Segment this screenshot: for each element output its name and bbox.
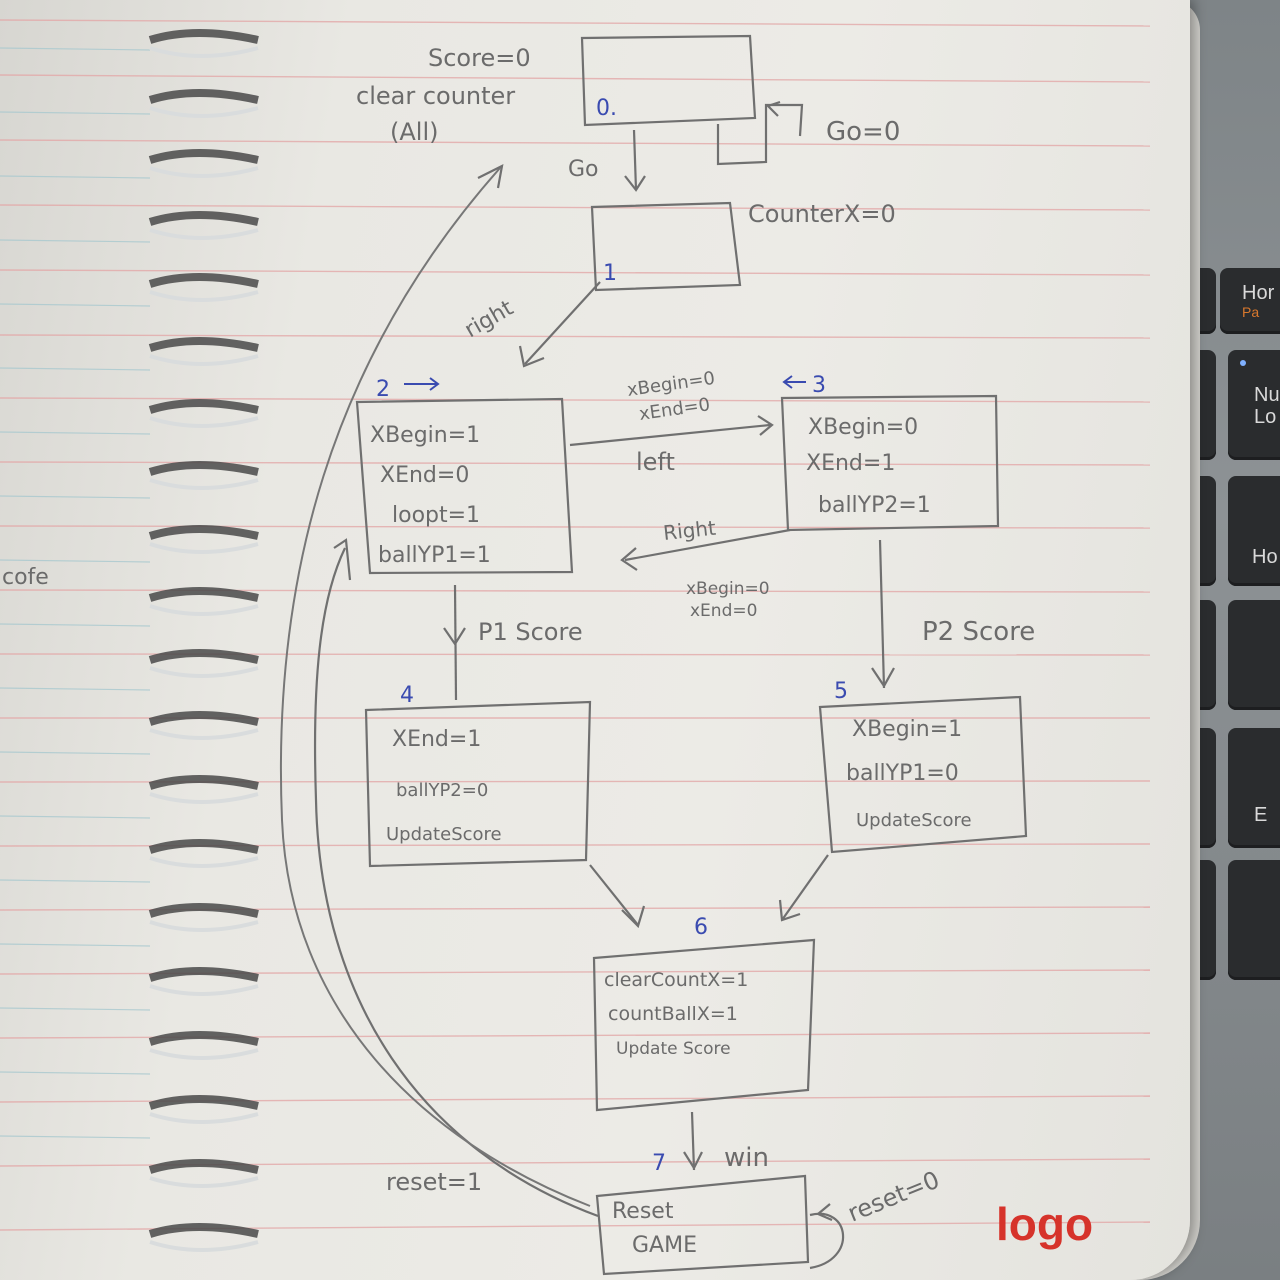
edge-reset-label: reset=1	[386, 1168, 482, 1196]
blue-pointer-arrows	[404, 375, 806, 391]
edge-3-2-label: Right	[662, 516, 717, 545]
state-2-number: 2	[376, 377, 390, 402]
state-4-box	[364, 700, 592, 868]
state6-line-1: countBallX=1	[608, 1003, 738, 1025]
loop-go0	[716, 103, 804, 166]
state7-line-1: GAME	[632, 1233, 697, 1258]
state-0-box	[580, 34, 757, 127]
state2-line-0: XBegin=1	[370, 423, 480, 448]
edge-1-2	[524, 281, 601, 365]
state4-line-0: XEnd=1	[392, 727, 481, 752]
edge-reset-0-arrowhead	[477, 164, 504, 189]
loop-reset0-label: reset=0	[844, 1166, 944, 1228]
edge-3-5-label: P2 Score	[922, 617, 1035, 647]
edge-3-5	[878, 539, 886, 689]
end-key: E	[1228, 728, 1280, 848]
edge-2-4-arrowhead	[443, 627, 466, 647]
state2-line-2: loopt=1	[392, 503, 480, 528]
margin-note: cofe	[2, 565, 49, 590]
state-1-number: 1	[603, 261, 617, 286]
edge-4-6-arrowhead	[621, 905, 646, 929]
state-6-box	[592, 938, 816, 1112]
state5-line-1: ballYP1=0	[846, 761, 959, 786]
edge-4-6	[589, 864, 639, 926]
num-lock-led	[1240, 360, 1246, 366]
state-numbers: 0. 1 2 3 4 5 6 7	[376, 96, 848, 1176]
state3-line-0: XBegin=0	[808, 415, 918, 440]
home-key: Ho	[1228, 476, 1280, 586]
edge-1-2-arrowhead	[518, 345, 545, 368]
state3-lines: XBegin=0 XEnd=1 ballYP2=1	[806, 415, 931, 518]
edge-reset-0	[279, 167, 591, 1207]
edge-3-2	[624, 528, 791, 562]
state6-line-2: Update Score	[616, 1039, 731, 1059]
state3-line-2: ballYP2=1	[818, 493, 931, 518]
edge-2-3-label: left	[636, 448, 675, 476]
state4-line-1: ballYP2=0	[396, 780, 488, 801]
state0-note-clear: clear counter	[356, 82, 515, 110]
edge-6-7	[690, 1111, 696, 1171]
edge-5-6-arrowhead	[778, 899, 801, 922]
state-5-box	[818, 695, 1028, 854]
edge-6-7-label: win	[724, 1143, 769, 1173]
state-2-box	[355, 397, 574, 575]
edge-2-3-arrowhead	[757, 415, 774, 436]
edge-0-1-label: Go	[568, 157, 599, 182]
blue-rule-lines	[0, 47, 151, 1139]
state-3-box	[780, 394, 1000, 532]
blank-key-4	[1228, 860, 1280, 980]
edge-5-6	[781, 854, 829, 921]
num-lock-key: Nu Lo	[1228, 350, 1280, 460]
loop-reset0-arrowhead	[815, 1203, 833, 1222]
state4-lines: XEnd=1 ballYP2=0 UpdateScore	[386, 727, 502, 845]
edge-6-7-arrowhead	[683, 1151, 703, 1171]
edge-2-3	[569, 423, 771, 447]
state5-lines: XBegin=1 ballYP1=0 UpdateScore	[846, 717, 972, 831]
state5-line-2: UpdateScore	[856, 810, 972, 831]
state0-loop-label: Go=0	[826, 117, 900, 147]
edges	[279, 100, 895, 1270]
edge-3-5-arrowhead	[871, 667, 895, 689]
state2-lines: XBegin=1 XEnd=0 loopt=1 ballYP1=1	[370, 423, 491, 568]
state-2-pointer-icon	[404, 377, 440, 391]
spacer	[284, 568, 380, 1000]
state4-line-2: UpdateScore	[386, 824, 502, 845]
edge-3-2-arrowhead	[620, 547, 638, 571]
state-3-number: 3	[812, 373, 826, 398]
state6-line-0: clearCountX=1	[604, 969, 748, 991]
state5-line-0: XBegin=1	[852, 717, 962, 742]
state0-note-score: Score=0	[428, 44, 531, 72]
home-pgup-key: Hor Pa	[1220, 268, 1280, 334]
state-7-number: 7	[652, 1151, 666, 1176]
spiral-binding	[148, 29, 259, 1252]
state2-line-3: ballYP1=1	[378, 543, 491, 568]
state7-lines: Reset GAME	[612, 1199, 697, 1258]
edge-7-2-arrowhead	[333, 538, 352, 581]
state1-note: CounterX=0	[748, 200, 896, 228]
edge-0-1	[632, 129, 638, 191]
state3-line-1: XEnd=1	[806, 451, 895, 476]
state-3-pointer-icon	[782, 375, 806, 389]
edge-3-2-note-1: xBegin=0	[686, 579, 770, 599]
state-5-number: 5	[834, 679, 848, 704]
state-6-number: 6	[694, 915, 708, 940]
edge-2-4-label: P1 Score	[478, 618, 583, 646]
state2-line-1: XEnd=0	[380, 463, 469, 488]
state-1-box	[590, 201, 742, 292]
edge-2-3-note-2: xEnd=0	[638, 394, 712, 425]
loop-go0-arrowhead	[765, 100, 781, 117]
state-boxes	[355, 34, 1028, 1276]
blank-key-3	[1228, 600, 1280, 710]
state7-line-0: Reset	[612, 1199, 674, 1224]
state-4-number: 4	[400, 683, 414, 708]
state6-lines: clearCountX=1 countBallX=1 Update Score	[604, 969, 748, 1059]
state-0-number: 0.	[596, 96, 617, 121]
state0-note-all: (All)	[390, 118, 438, 146]
state-7-box	[595, 1174, 810, 1276]
edge-0-1-arrowhead	[624, 175, 646, 192]
logo: logo	[996, 1198, 1093, 1250]
loop-reset0	[809, 1212, 845, 1270]
edge-3-2-note-2: xEnd=0	[690, 601, 757, 621]
